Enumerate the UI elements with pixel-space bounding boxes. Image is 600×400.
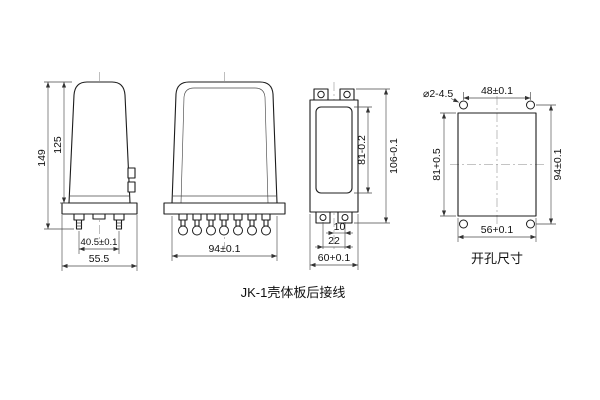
terminal-hole — [341, 214, 349, 221]
drill-hole — [459, 100, 468, 110]
dim-label-hole-span-h: 48±0.1 — [481, 85, 513, 97]
rear-view-dimensions: 10 22 60+0.1 81-0.2 106-0.1 — [309, 88, 400, 270]
dim-label-front-width: 94±0.1 — [208, 243, 240, 255]
side-terminal-stud-right — [113, 213, 125, 230]
dim-label-hole-span-v: 94±0.1 — [552, 148, 564, 180]
rear-case-opening — [315, 106, 353, 194]
mounting-hole — [317, 90, 325, 99]
drill-hole — [526, 219, 535, 229]
front-case-outline — [171, 81, 278, 204]
drawing-caption: JK-1壳体板后接线 — [241, 285, 346, 300]
side-terminal-steps — [127, 167, 136, 193]
side-view: 149 125 40.5±0.1 55.5 — [36, 72, 138, 271]
dim-label-cutout-height: 81+0.5 — [431, 148, 443, 181]
side-case-outline — [68, 81, 131, 204]
front-terminal-pins — [178, 213, 271, 236]
mounting-hole — [343, 90, 351, 99]
drill-note-label: ⌀2-4.5 — [423, 88, 453, 100]
dim-label-height-body: 125 — [52, 136, 64, 154]
terminal-hole — [319, 214, 327, 221]
front-view: 94±0.1 — [163, 72, 286, 261]
dim-label-stud-spacing: 40.5±0.1 — [81, 237, 118, 248]
front-view-dimensions: 94±0.1 — [171, 216, 278, 261]
drill-hole — [526, 100, 535, 110]
cutout-view: ⌀2-4.5 48±0.1 81+0.5 94±0.1 56+0.1 开孔尺寸 — [423, 85, 564, 266]
side-center-lug — [92, 213, 106, 220]
dim-label-pin-offset: 10 — [334, 221, 346, 233]
dim-label-depth-total: 55.5 — [89, 253, 110, 265]
cutout-drill-holes — [459, 100, 535, 229]
dim-label-pin-spacing: 22 — [328, 235, 340, 247]
dim-label-overall-height: 106-0.1 — [388, 138, 400, 174]
dim-label-rear-width: 60+0.1 — [318, 252, 351, 264]
dim-label-opening-height: 81-0.2 — [356, 135, 368, 165]
rear-view: 10 22 60+0.1 81-0.2 106-0.1 — [309, 82, 400, 270]
dim-label-height-total: 149 — [36, 149, 48, 167]
side-base-flange — [61, 202, 138, 215]
side-terminal-stud-left — [73, 213, 85, 230]
dim-label-cutout-width: 56+0.1 — [481, 224, 514, 236]
front-case-inner-wall — [180, 87, 269, 204]
cutout-view-dimensions: ⌀2-4.5 48±0.1 81+0.5 94±0.1 56+0.1 — [423, 85, 564, 242]
side-view-dimensions: 149 125 40.5±0.1 55.5 — [36, 81, 138, 271]
drill-hole — [459, 219, 468, 229]
cutout-rectangle — [457, 112, 537, 217]
front-base-flange — [163, 202, 286, 215]
cutout-caption: 开孔尺寸 — [471, 251, 523, 266]
